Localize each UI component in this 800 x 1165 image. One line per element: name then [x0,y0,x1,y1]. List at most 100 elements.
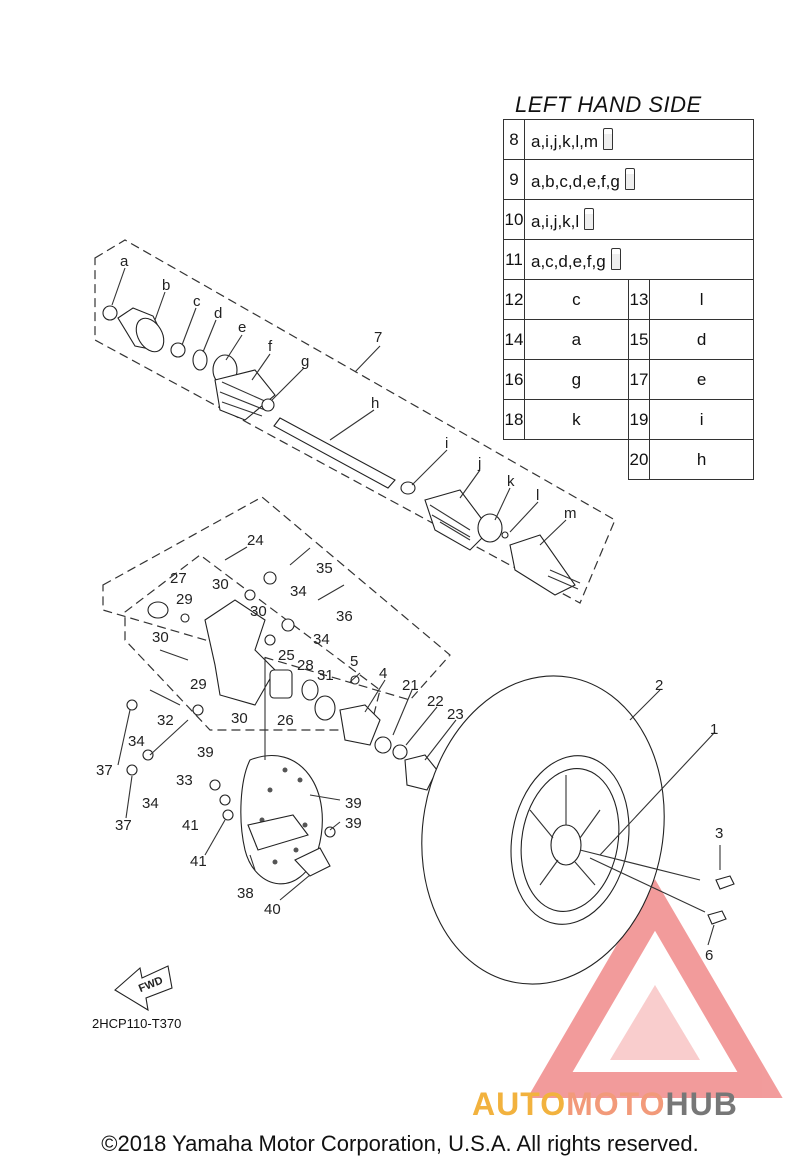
leader-lines [111,267,721,946]
row-number: 16 [503,359,525,400]
row-number: 13 [627,279,651,320]
row-number: 15 [627,319,651,360]
table-title: LEFT HAND SIDE [515,92,702,117]
callout-c: c [193,293,201,310]
callout-4: 4 [379,665,387,682]
lubrication-table: 8 a,i,j,k,l,m 9 a,b,c,d,e,f,g 10 a,i,j,k… [503,119,754,480]
row-number: 12 [503,279,525,320]
row-number: 18 [503,399,525,440]
callout-2: 2 [655,677,663,694]
callout-39a: 39 [197,744,214,761]
callout-34c: 34 [128,733,145,750]
callout-30d: 30 [231,710,248,727]
table-row: 14 a 15 d [503,319,754,360]
callout-3: 3 [715,825,723,842]
row-value: l [649,279,754,320]
row-number: 17 [627,359,651,400]
knuckle-inner-outline [124,554,381,731]
callout-37b: 37 [115,817,132,834]
watermark-logo [527,879,783,1098]
row-number: 20 [627,439,651,480]
watermark-text: AUTOMOTOHUB [472,1086,738,1122]
row-value: e [649,359,754,400]
row-value: a,b,c,d,e,f,g [524,159,754,200]
callout-30c: 30 [152,629,169,646]
row-value: a,i,j,k,l [524,199,754,240]
callout-27: 27 [170,570,187,587]
table-row: 11 a,c,d,e,f,g [503,239,754,280]
callout-41a: 41 [182,817,199,834]
callout-1: 1 [710,721,718,738]
callout-e: e [238,319,246,336]
row-number: 14 [503,319,525,360]
callout-23: 23 [447,706,464,723]
row-value: k [524,399,629,440]
callout-7: 7 [374,329,382,346]
row-number: 19 [627,399,651,440]
callout-j: j [477,455,481,472]
table-row: 9 a,b,c,d,e,f,g [503,159,754,200]
callout-34a: 34 [290,583,307,600]
table-row: 10 a,i,j,k,l [503,199,754,240]
row-value: d [649,319,754,360]
part-callouts: 1 2 3 4 5 6 7 21 22 23 24 25 26 27 28 29… [96,253,723,964]
grease-tube-icon [584,207,595,230]
empty-cell [504,440,629,480]
callout-5: 5 [350,653,358,670]
callout-31: 31 [317,667,334,684]
grease-tube-icon [624,167,635,190]
callout-m: m [564,505,577,522]
table-row: 18 k 19 i [503,399,754,440]
callout-b: b [162,277,170,294]
row-value: a,i,j,k,l,m [524,119,754,160]
wheel-and-tire [421,675,735,985]
callout-21: 21 [402,677,419,694]
callout-41b: 41 [190,853,207,870]
row-value: h [649,439,754,480]
callout-38: 38 [237,885,254,902]
callout-h: h [371,395,379,412]
grease-tube-icon [603,127,614,150]
table-row: 8 a,i,j,k,l,m [503,119,754,160]
axle-group-outline [94,239,616,604]
callout-l: l [536,487,539,504]
brake-disc [240,754,331,885]
diagram-code: 2HCP110-T370 [92,1016,182,1031]
callout-33: 33 [176,772,193,789]
row-number: 8 [503,119,525,160]
callout-39c: 39 [345,815,362,832]
table-row: 12 c 13 l [503,279,754,320]
row-number: 9 [503,159,525,200]
row-value: c [524,279,629,320]
drive-axle-parts [102,305,581,596]
row-value: i [649,399,754,440]
callout-22: 22 [427,693,444,710]
callout-25: 25 [278,647,295,664]
callout-f: f [268,338,273,355]
callout-g: g [301,353,309,370]
callout-29a: 29 [176,591,193,608]
callout-35: 35 [316,560,333,577]
callout-a: a [120,253,129,270]
callout-29b: 29 [190,676,207,693]
row-value: a [524,319,629,360]
callout-34b: 34 [313,631,330,648]
callout-6: 6 [705,947,713,964]
callout-40: 40 [264,901,281,918]
callout-i: i [445,435,448,452]
callout-30b: 30 [250,603,267,620]
table-row: 20 h [504,439,754,480]
callout-34d: 34 [142,795,159,812]
callout-36: 36 [336,608,353,625]
row-value: a,c,d,e,f,g [524,239,754,280]
row-number: 11 [503,239,525,280]
row-number: 10 [503,199,525,240]
callout-28: 28 [297,657,314,674]
copyright-notice: ©2018 Yamaha Motor Corporation, U.S.A. A… [101,1131,699,1156]
callout-30a: 30 [212,576,229,593]
callout-37a: 37 [96,762,113,779]
table-row: 16 g 17 e [503,359,754,400]
callout-32: 32 [157,712,174,729]
callout-26: 26 [277,712,294,729]
grease-tube-icon [610,247,621,270]
